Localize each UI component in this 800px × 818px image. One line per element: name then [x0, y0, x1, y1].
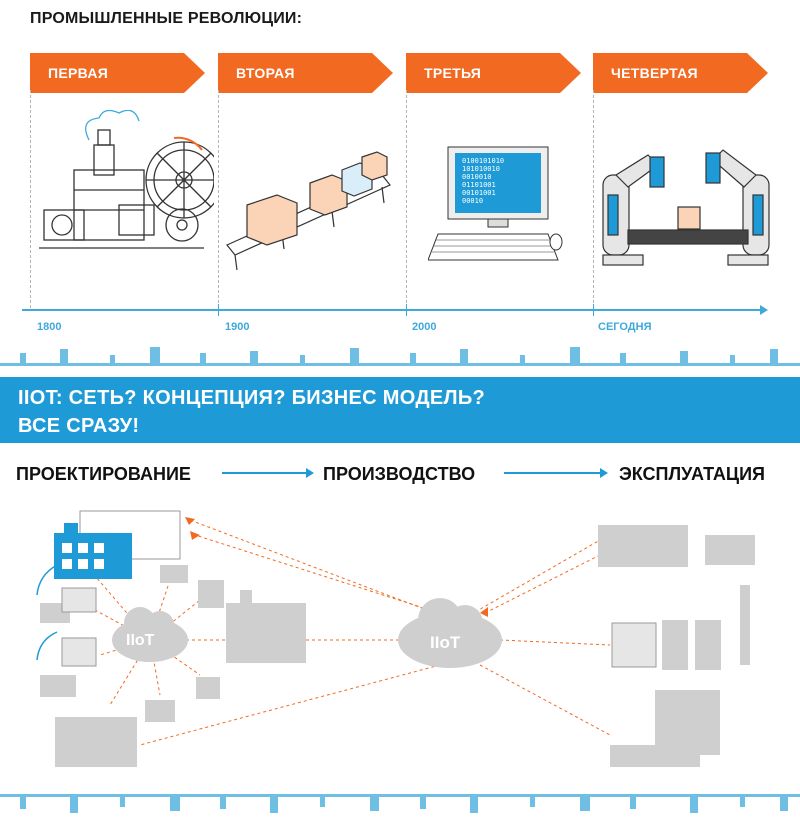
era-divider: [218, 90, 219, 308]
revolution-second-banner: ВТОРАЯ: [218, 53, 393, 93]
era-divider: [593, 90, 594, 308]
stage-production: ПРОИЗВОДСТВО: [323, 464, 476, 484]
conveyor-icon: [226, 151, 391, 271]
revolution-third-banner: ТРЕТЬЯ: [406, 53, 581, 93]
timeline-tick: [218, 304, 219, 316]
screen-line: 00101001: [462, 189, 496, 197]
screen-line: 01101001: [462, 181, 496, 189]
timeline-arrowhead: [760, 305, 768, 315]
stage-operation: ЭКСПЛУАТАЦИЯ: [619, 464, 765, 484]
steam-engine-icon: [39, 110, 214, 249]
iiot-cloud-center-label: IIoT: [430, 633, 461, 652]
screen-line: 00010: [462, 197, 484, 205]
timeline-axis: [22, 309, 762, 311]
revolution-first-banner: ПЕРВАЯ: [30, 53, 205, 93]
computer-icon: [428, 146, 563, 261]
year-label: 1800: [37, 321, 62, 333]
screen-line: 0100101010: [462, 157, 505, 165]
stage-arrow: [222, 468, 314, 478]
circuit-decoration-top: [0, 347, 800, 366]
revolution-third-label: ТРЕТЬЯ: [424, 65, 482, 81]
year-label: СЕГОДНЯ: [598, 321, 652, 333]
robot-arms-icon: [602, 149, 770, 266]
era-divider: [30, 90, 31, 308]
computer-screen-text: 0100101010 101010010 0010010 01101001 00…: [462, 157, 504, 205]
headline-banner: IIOT: СЕТЬ? КОНЦЕПЦИЯ? БИЗНЕС МОДЕЛЬ? ВС…: [0, 377, 800, 443]
page-title: ПРОМЫШЛЕННЫЕ РЕВОЛЮЦИИ:: [30, 10, 303, 27]
screen-line: 101010010: [462, 165, 500, 173]
circuit-decoration-bottom: [0, 794, 800, 813]
iiot-network-diagram: [36, 510, 755, 767]
stage-design: ПРОЕКТИРОВАНИЕ: [16, 464, 191, 484]
screen-line: 0010010: [462, 173, 492, 181]
timeline-tick: [593, 304, 594, 316]
headline-line-2: ВСЕ СРАЗУ!: [18, 415, 140, 437]
revolution-first-label: ПЕРВАЯ: [48, 65, 109, 81]
timeline-tick: [406, 304, 407, 316]
iiot-cloud-left-label: IIoT: [126, 632, 155, 649]
year-label: 2000: [412, 321, 437, 333]
revolution-fourth-banner: ЧЕТВЕРТАЯ: [593, 53, 768, 93]
headline-line-1: IIOT: СЕТЬ? КОНЦЕПЦИЯ? БИЗНЕС МОДЕЛЬ?: [18, 387, 486, 409]
revolution-second-label: ВТОРАЯ: [236, 65, 295, 81]
era-divider: [406, 90, 407, 308]
year-label: 1900: [225, 321, 250, 333]
stage-arrow: [504, 468, 608, 478]
revolution-fourth-label: ЧЕТВЕРТАЯ: [611, 65, 698, 81]
